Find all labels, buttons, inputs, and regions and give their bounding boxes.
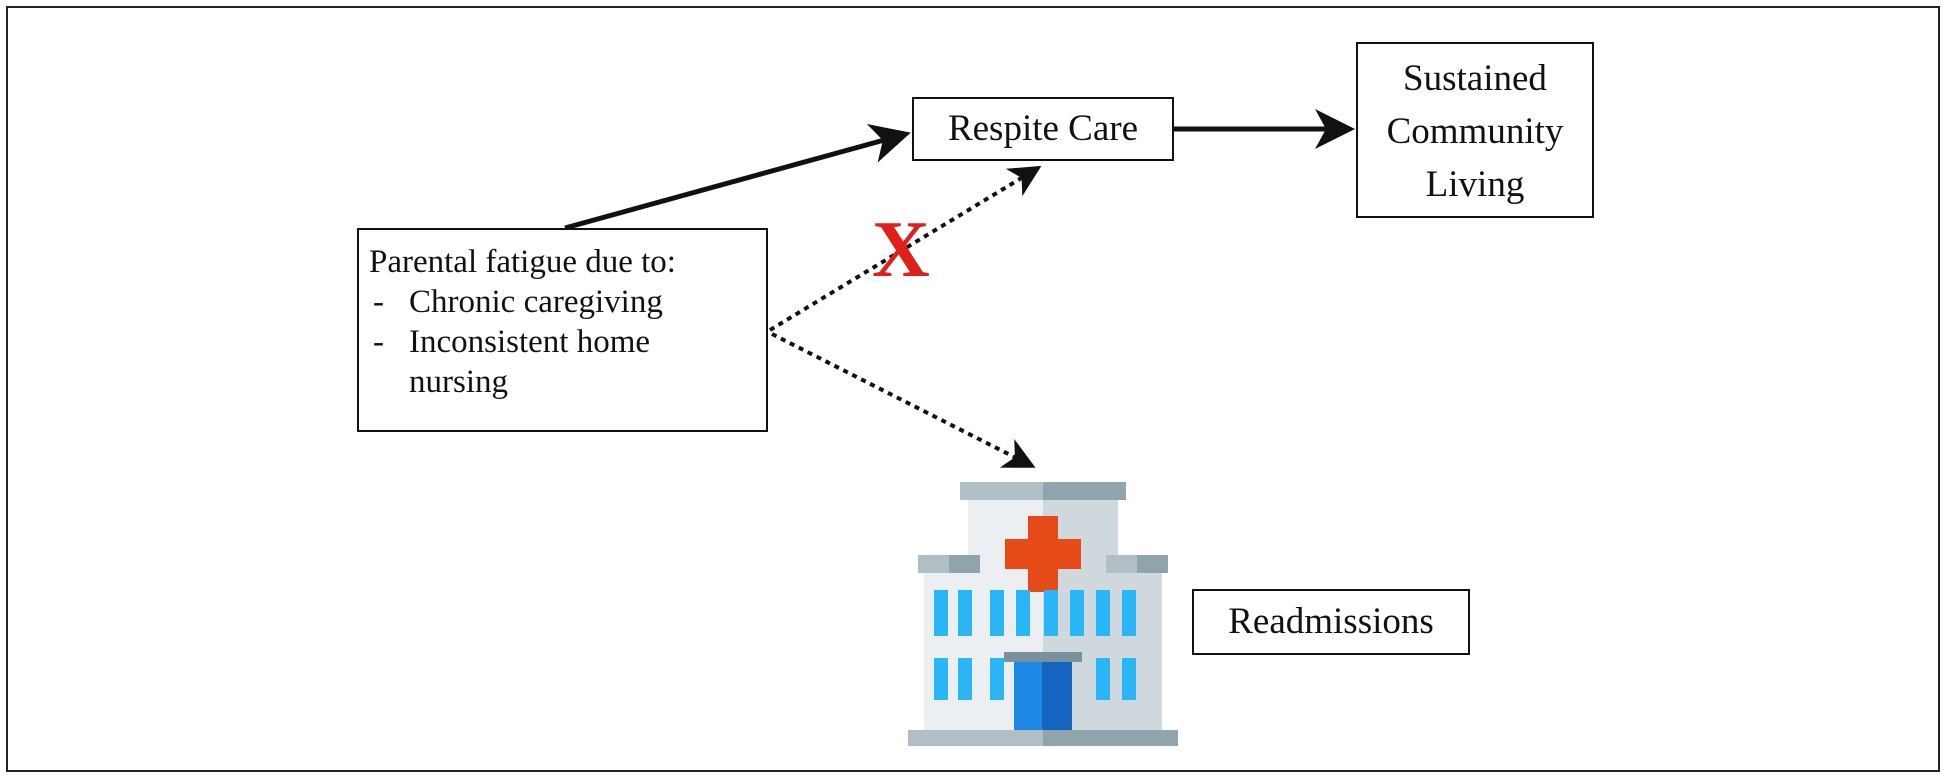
list-item-text: Chronic caregiving bbox=[409, 284, 663, 320]
fatigue-causes-list: - Chronic caregiving - Inconsistent home… bbox=[369, 282, 756, 402]
node-sustained-community-living: Sustained Community Living bbox=[1356, 42, 1594, 218]
node-label-line: Community bbox=[1386, 111, 1564, 152]
arrow-fatigue-to-readmissions bbox=[771, 332, 1036, 468]
hospital-building-icon bbox=[908, 482, 1178, 746]
list-item: - Chronic caregiving bbox=[369, 282, 756, 322]
blocked-x-mark: X bbox=[872, 206, 930, 294]
list-item-text: nursing bbox=[409, 364, 508, 400]
list-item-text: Inconsistent home bbox=[409, 324, 651, 360]
node-parental-fatigue: Parental fatigue due to: - Chronic careg… bbox=[357, 228, 768, 432]
list-dash: - bbox=[373, 284, 384, 320]
node-parental-fatigue-heading: Parental fatigue due to: bbox=[369, 244, 676, 280]
arrow-fatigue-to-respite-solid bbox=[564, 124, 911, 231]
node-label-line: Sustained bbox=[1403, 58, 1547, 99]
node-readmissions: Readmissions bbox=[1192, 589, 1470, 655]
figure-frame bbox=[6, 6, 1940, 772]
node-label-line: Living bbox=[1425, 164, 1525, 205]
list-item-continuation: nursing bbox=[369, 362, 756, 402]
list-dash: - bbox=[373, 324, 384, 360]
node-respite-care: Respite Care bbox=[912, 97, 1174, 161]
list-item: - Inconsistent home bbox=[369, 322, 756, 362]
arrow-fatigue-to-respite-dotted bbox=[768, 165, 1042, 332]
